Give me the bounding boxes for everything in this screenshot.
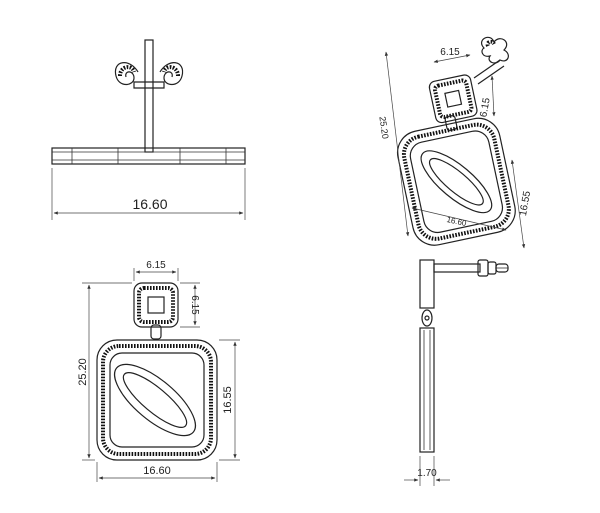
iso-overall-height-dimension: 25.20 — [377, 116, 390, 140]
front-width-dimension: 16.60 — [132, 196, 167, 212]
side-view: 1.70 — [404, 259, 509, 486]
plan-frame-height-dimension: 16.55 — [222, 386, 234, 414]
side-thickness-dimension: 1.70 — [417, 468, 437, 479]
plan-overall-height-dimension: 25.20 — [77, 358, 89, 386]
iso-frame-width-dimension: 16.60 — [446, 215, 468, 228]
plan-view: 6.15 6.15 25.20 16.55 16.60 — [77, 260, 240, 482]
iso-top-height-dimension: 6.15 — [478, 97, 492, 119]
iso-top-width-dimension: 6.15 — [440, 47, 460, 58]
front-view: 16.60 — [51, 39, 246, 220]
isometric-view: 6.15 6.15 25.20 16.55 16.60 — [377, 36, 533, 249]
iso-frame-height-dimension: 16.55 — [518, 190, 533, 217]
plan-frame-width-dimension: 16.60 — [143, 465, 171, 477]
plan-top-width-dimension: 6.15 — [146, 260, 166, 271]
plan-top-height-dimension: 6.15 — [189, 295, 200, 315]
